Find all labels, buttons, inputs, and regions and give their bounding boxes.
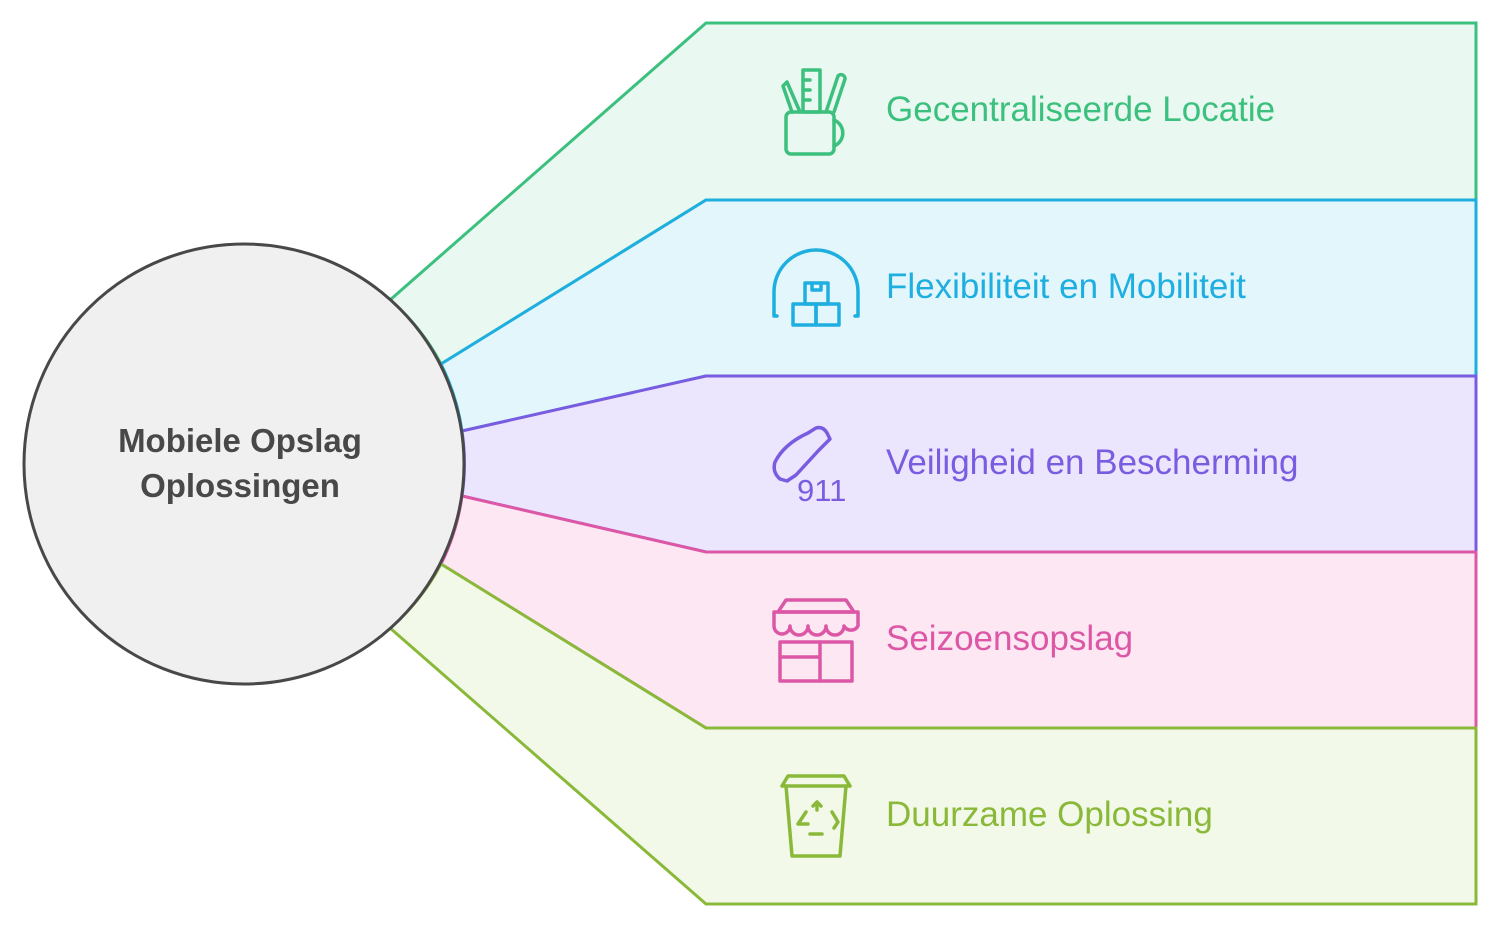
label-duurzame-oplossing: Duurzame Oplossing	[886, 795, 1213, 834]
label-veiligheid-en-bescherming: Veiligheid en Bescherming	[886, 443, 1299, 482]
center-title-line1: Mobiele Opslag	[118, 422, 362, 459]
pencil-cup-icon	[781, 68, 847, 156]
storage-dome-boxes-icon	[772, 248, 860, 327]
emergency-911-text: 911	[797, 473, 846, 508]
storefront-icon	[772, 598, 860, 683]
center-circle	[22, 242, 466, 686]
label-seizoensopslag: Seizoensopslag	[886, 619, 1134, 658]
center-title: Mobiele Opslag Oplossingen	[60, 418, 420, 508]
recycle-bin-icon	[780, 774, 852, 858]
center-title-line2: Oplossingen	[140, 467, 340, 504]
emergency-911-phone-icon	[772, 425, 832, 483]
label-flexibiliteit-en-mobiliteit: Flexibiliteit en Mobiliteit	[886, 267, 1246, 306]
label-gecentraliseerde-locatie: Gecentraliseerde Locatie	[886, 90, 1276, 129]
